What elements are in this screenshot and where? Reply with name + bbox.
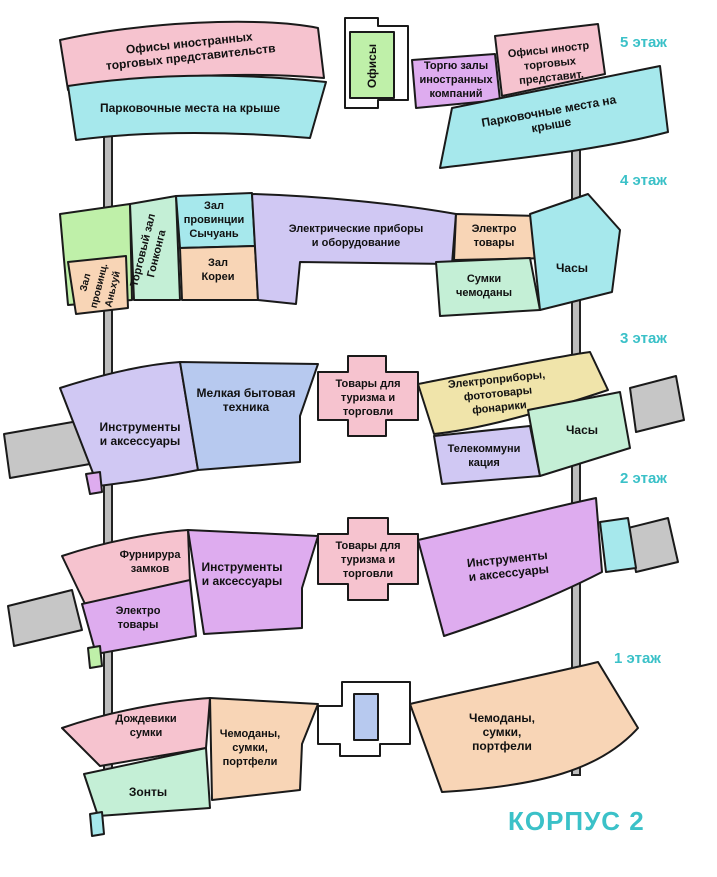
zone-f2-electro[interactable] — [81, 579, 197, 655]
label-f2-locks: Фурнирура замков — [119, 549, 181, 575]
label-f3-telecom: Телекоммуни кация — [447, 443, 521, 469]
zone-f5-offices-foreign-right[interactable] — [494, 23, 606, 97]
zone-f2-tourism[interactable] — [317, 517, 419, 601]
zone-f3-electro-photo[interactable] — [417, 351, 609, 435]
label-f5-offices-foreign-right: Офисы иностр торговых представит. — [507, 39, 590, 88]
zone-f1-suitcases-right[interactable] — [409, 661, 639, 793]
zone-f5-parking-right[interactable] — [439, 65, 669, 169]
zone-f5-offices[interactable] — [349, 31, 395, 99]
label-f1-suitcases-right: Чемоданы, сумки, портфели — [469, 711, 535, 753]
zone-f5-parking-left[interactable] — [67, 74, 327, 141]
floor-label-5: 5 этаж — [620, 34, 667, 51]
zone-f2-cyan-strip — [599, 517, 637, 573]
zone-f3-watches[interactable] — [527, 391, 631, 477]
label-f5-trade-halls: Торгю залы иностранных компаний — [419, 60, 493, 100]
zone-f3-corridor-right — [629, 375, 685, 433]
label-f1-suitcases-left: Чемоданы, сумки, портфели — [219, 728, 281, 768]
label-f1-raincoats: Дождевики сумки — [115, 713, 177, 739]
floor-label-4: 4 этаж — [620, 172, 667, 189]
label-f3-appliances: Мелкая бытовая техника — [196, 386, 296, 414]
label-f5-parking-left: Парковочные места на крыше — [100, 101, 280, 115]
label-f4-electro: Электро товары — [471, 223, 517, 249]
zone-f2-instruments-left[interactable] — [187, 529, 319, 635]
label-f3-watches: Часы — [565, 423, 599, 437]
label-f3-instruments: Инструменты и аксессуары — [99, 420, 181, 448]
label-f4-watches: Часы — [555, 261, 589, 275]
zone-f4-watches[interactable] — [529, 193, 621, 311]
label-f1-umbrellas: Зонты — [128, 785, 168, 799]
label-f2-tourism: Товары для туризма и торговли — [335, 540, 401, 580]
label-f5-offices: Офисы — [365, 43, 379, 89]
zone-f4-anhui-inner[interactable] — [67, 255, 129, 315]
zone-f1-stair — [89, 811, 105, 837]
label-f3-tourism: Товары для туризма и торговли — [335, 378, 401, 418]
floor-label-1: 1 этаж — [614, 650, 661, 667]
label-f4-sichuan: Зал провинции Сычуань — [183, 200, 245, 240]
label-f2-instruments-left: Инструменты и аксессуары — [201, 560, 283, 588]
zone-f3-tourism[interactable] — [317, 355, 419, 437]
label-f4-bags: Сумки чемоданы — [455, 273, 513, 299]
label-f4-korea: Зал Кореи — [201, 257, 235, 283]
label-f4-electrical: Электрические приборы и оборудование — [288, 223, 424, 249]
floor-label-2: 2 этаж — [620, 470, 667, 487]
building-label: КОРПУС 2 — [508, 806, 645, 836]
zone-f1-umbrellas[interactable] — [83, 747, 211, 817]
zone-f3-appliances[interactable] — [179, 361, 319, 471]
zone-f3-stair — [85, 471, 103, 495]
zone-f2-stair — [87, 645, 103, 669]
zone-f4-hongkong[interactable] — [129, 195, 181, 301]
zone-f4-electrical[interactable] — [251, 193, 457, 305]
zone-f1-core-inner — [353, 693, 379, 741]
zone-f2-corridor-left — [7, 589, 83, 647]
zone-f2-instruments-right[interactable] — [417, 497, 603, 637]
label-f2-electro: Электро товары — [115, 605, 161, 631]
floor-label-3: 3 этаж — [620, 330, 667, 347]
zone-f1-suitcases-left[interactable] — [209, 697, 319, 801]
